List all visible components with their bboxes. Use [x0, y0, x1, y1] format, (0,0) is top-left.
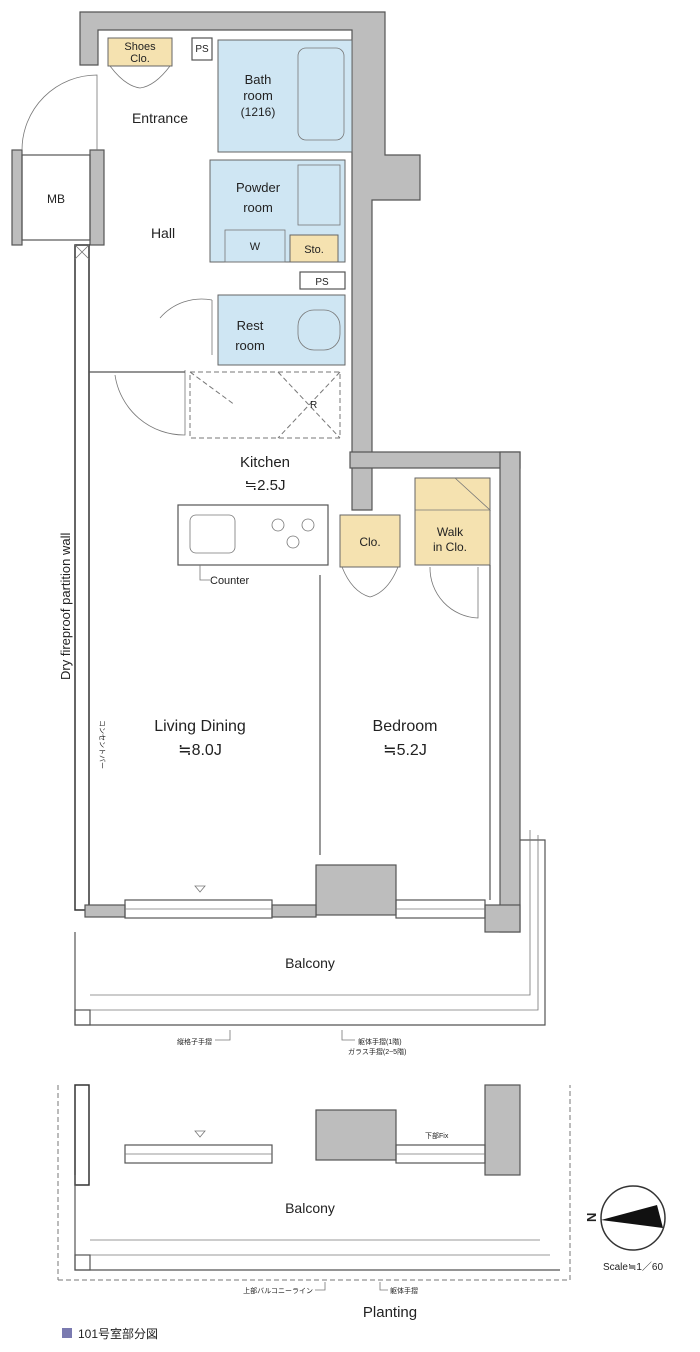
entrance-door[interactable]	[21, 74, 98, 151]
rest-room	[217, 294, 346, 366]
windows[interactable]	[124, 899, 486, 919]
walls	[11, 11, 521, 933]
bathroom-label: (1216)	[241, 105, 276, 119]
kitchen-label: Kitchen	[240, 454, 290, 471]
shoes-closet	[107, 37, 173, 67]
rail-label: 躯体手摺	[390, 1286, 418, 1295]
living-dining-label: Living Dining	[154, 718, 246, 735]
bathroom	[217, 39, 353, 153]
walk-in-closet-door[interactable]	[429, 566, 479, 619]
powder-room-label: Powder	[236, 180, 281, 195]
lower-fix-label: 下部Fix	[425, 1131, 449, 1140]
planting-label: Planting	[363, 1304, 417, 1321]
rail-label: 躯体手摺(1階)	[358, 1037, 402, 1046]
balcony-label: Balcony	[285, 955, 335, 971]
washer-label: W	[250, 241, 261, 253]
pipe-space-2	[299, 271, 346, 290]
entrance-label: Entrance	[132, 110, 188, 126]
powder-room-label: room	[243, 200, 273, 215]
rail-label: 縦格子手摺	[177, 1037, 212, 1046]
legend-swatch	[62, 1328, 72, 1338]
meter-box	[21, 154, 91, 241]
scale-label: Scale≒1／60	[603, 1261, 664, 1273]
pipe-space	[191, 37, 213, 61]
kitchen-size: ≒2.5J	[245, 477, 286, 494]
shoes-closet-label: Clo.	[130, 53, 150, 65]
walk-in-closet-label: Walk	[437, 525, 464, 539]
closet-label: Clo.	[359, 535, 380, 549]
counter-label: Counter	[210, 575, 249, 587]
rest-room-door[interactable]	[159, 298, 213, 355]
living-dining-size: ≒8.0J	[178, 742, 222, 759]
hall-label: Hall	[151, 225, 175, 241]
partition-wall-hatch	[74, 244, 90, 911]
rest-room-label: room	[235, 338, 265, 353]
refrigerator-label: R	[310, 400, 317, 411]
legend-label: 101号室部分図	[78, 1326, 158, 1341]
mb-label: MB	[47, 192, 65, 206]
closet	[339, 514, 401, 568]
shoes-closet-label: Shoes	[124, 41, 156, 53]
upper-balcony-line-label: 上部バルコニーライン	[243, 1286, 313, 1295]
balcony-upper	[74, 830, 546, 1026]
compass-icon	[600, 1185, 666, 1251]
bedroom-size: ≒5.2J	[383, 742, 427, 759]
hall-door[interactable]	[114, 370, 186, 436]
balcony-lower-label: Balcony	[285, 1200, 335, 1216]
lower-plan	[57, 1084, 571, 1281]
sink-icon	[189, 514, 236, 554]
ps-label-2: PS	[315, 277, 329, 288]
bathroom-label: Bath	[245, 72, 272, 87]
kitchen-counter	[177, 504, 329, 566]
rest-room-label: Rest	[237, 318, 264, 333]
storage	[289, 234, 339, 263]
storage-label: Sto.	[304, 244, 324, 256]
outlet-bar-label: コンセントバー	[98, 720, 106, 769]
bedroom-label: Bedroom	[373, 718, 438, 735]
rail-label: ガラス手摺(2~5階)	[348, 1047, 406, 1056]
partition-wall-label: Dry fireproof partition wall	[58, 533, 73, 680]
ps-label: PS	[195, 44, 209, 55]
stove-icon	[271, 518, 315, 549]
walk-in-closet-label: in Clo.	[433, 540, 467, 554]
bathroom-label: room	[243, 88, 273, 103]
north-label: N	[584, 1213, 599, 1222]
walk-in-closet	[414, 477, 491, 566]
washer-space	[224, 229, 286, 263]
